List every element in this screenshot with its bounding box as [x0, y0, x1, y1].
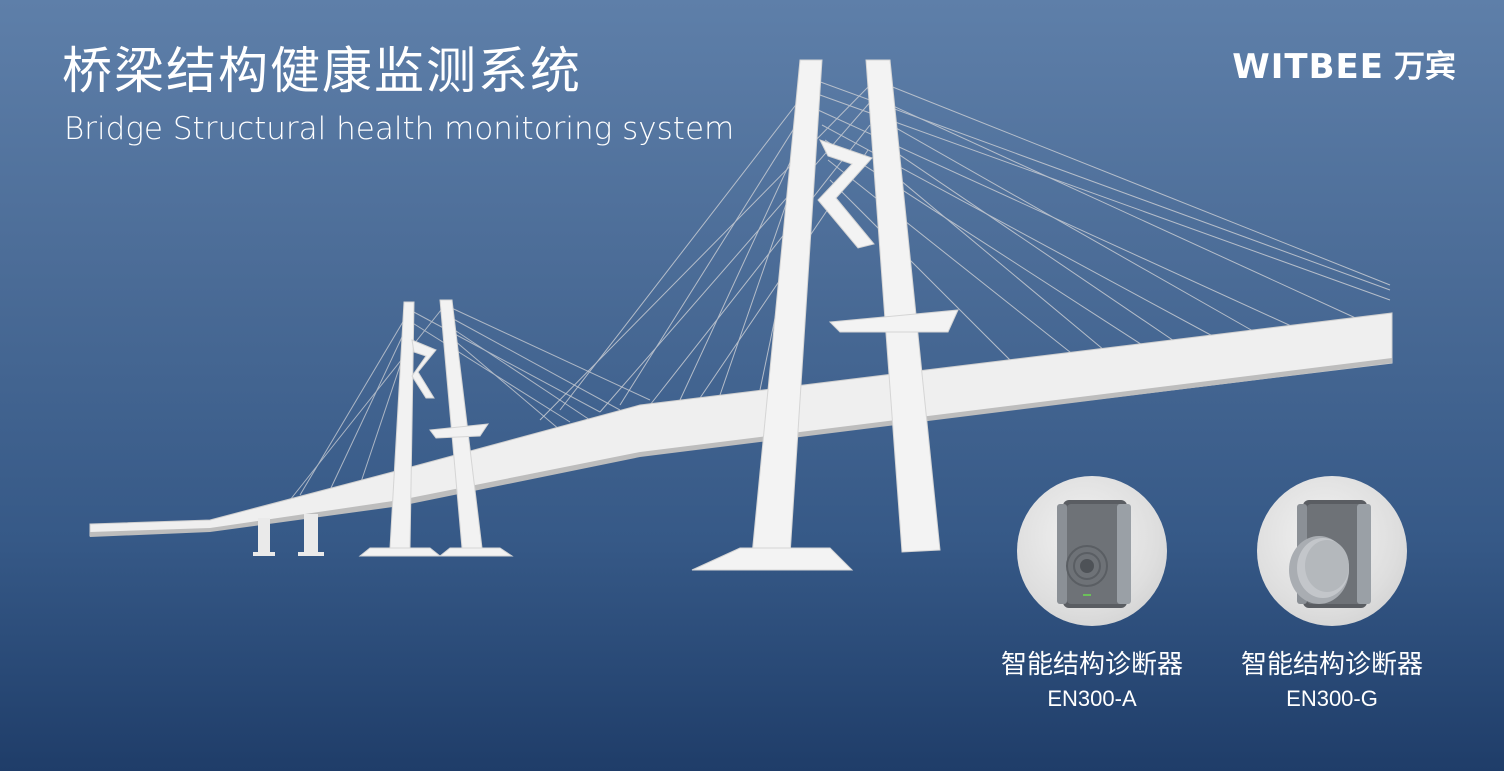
bridge-piers	[253, 514, 324, 556]
page-title: 桥梁结构健康监测系统	[62, 42, 582, 100]
bridge-cables-secondary	[289, 304, 651, 501]
product-image-disc	[1017, 476, 1167, 626]
gyroscope-sensor-icon	[1289, 500, 1371, 608]
product-model: EN300-A	[1047, 686, 1137, 711]
page-subtitle: Bridge Structural health monitoring syst…	[64, 111, 735, 147]
brand-name-cn: 万宾	[1394, 48, 1456, 85]
product-card-en300-a: 智能结构诊断器 EN300-A	[982, 476, 1202, 710]
product-model: EN300-G	[1286, 686, 1378, 711]
brand-name-en: WITBEE	[1232, 47, 1384, 87]
bridge-tower-main	[691, 59, 959, 571]
product-image-disc	[1257, 476, 1407, 626]
product-name: 智能结构诊断器	[1000, 650, 1183, 680]
product-card-en300-g: 智能结构诊断器 EN300-G	[1222, 476, 1442, 710]
brand-logo: WITBEE 万宾	[1232, 50, 1456, 84]
bridge-tower-secondary	[358, 299, 514, 557]
product-name: 智能结构诊断器	[1240, 650, 1423, 680]
accelerometer-sensor-icon	[1057, 500, 1131, 608]
